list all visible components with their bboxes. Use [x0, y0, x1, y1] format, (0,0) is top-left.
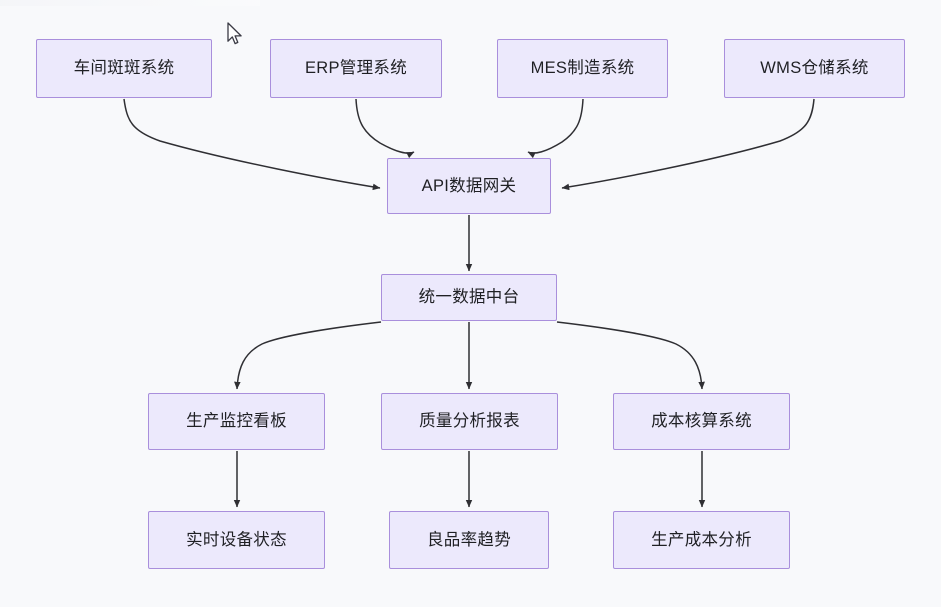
mouse-pointer-icon: [227, 22, 242, 45]
edge-erp-to-gateway: [355, 98, 415, 159]
node-mes-system[interactable]: MES制造系统: [497, 39, 668, 98]
node-workshop-system[interactable]: 车间斑斑系统: [36, 39, 212, 98]
node-erp-system[interactable]: ERP管理系统: [270, 39, 442, 98]
node-label: 车间斑斑系统: [73, 59, 175, 78]
edge-platform-to-monitor: [234, 321, 382, 390]
edge-wms-to-gateway: [561, 98, 815, 191]
node-quality-analysis-report[interactable]: 质量分析报表: [381, 393, 558, 450]
node-yield-rate-trend[interactable]: 良品率趋势: [389, 511, 549, 569]
node-label: 良品率趋势: [427, 530, 511, 549]
node-cost-accounting-system[interactable]: 成本核算系统: [613, 393, 790, 450]
edge-platform-to-cost: [556, 321, 705, 390]
node-api-gateway[interactable]: API数据网关: [387, 158, 551, 214]
node-production-cost-analysis[interactable]: 生产成本分析: [613, 511, 790, 569]
node-production-monitor-board[interactable]: 生产监控看板: [148, 393, 325, 450]
edge-workshop-to-gateway: [123, 98, 381, 191]
node-label: 生产监控看板: [186, 412, 287, 431]
node-wms-system[interactable]: WMS仓储系统: [724, 39, 905, 98]
node-label: 实时设备状态: [186, 530, 287, 549]
node-label: API数据网关: [421, 176, 517, 195]
node-label: 成本核算系统: [651, 412, 752, 431]
node-unified-data-platform[interactable]: 统一数据中台: [381, 274, 557, 321]
node-label: 生产成本分析: [651, 530, 752, 549]
node-label: 质量分析报表: [419, 412, 520, 431]
background-tint: [0, 0, 260, 6]
node-label: MES制造系统: [530, 59, 635, 78]
node-label: 统一数据中台: [418, 288, 520, 307]
node-realtime-equipment-status[interactable]: 实时设备状态: [148, 511, 325, 569]
node-label: WMS仓储系统: [760, 59, 869, 78]
node-label: ERP管理系统: [304, 59, 408, 78]
edge-mes-to-gateway: [527, 98, 584, 159]
